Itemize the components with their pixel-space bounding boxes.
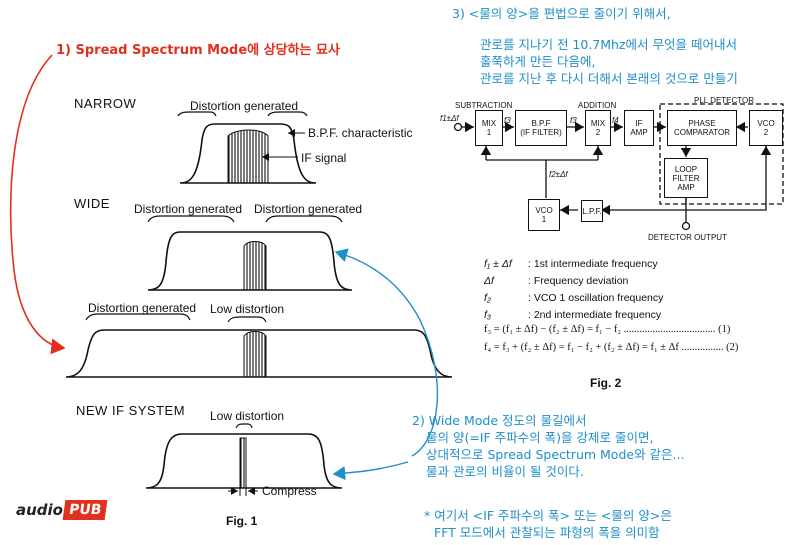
label-input-f1: f1±Δf [440,114,459,123]
annotation-mid-line2: 물의 양(=IF 주파수의 폭)을 강제로 줄이면, [426,430,654,445]
annotation-top-right-body: 관로를 지나기 전 10.7Mhz에서 무엇을 떼어내서 홀쭉하게 만든 다음에… [480,36,738,87]
block-phase-comparator: PHASE COMPARATOR [667,110,737,146]
label-f4: f4 [612,116,619,125]
label-pll-detector: PLL DETECTOR [694,96,755,105]
annotation-mid-line4: 물과 관로의 비율이 될 것이다. [426,464,584,479]
annotation-top-line2: 홀쭉하게 만든 다음에, [480,54,596,69]
legend-row: f₁ ± Δf : 1st intermediate frequency [484,258,784,275]
annotation-top-title: 3) <물의 양>을 편법으로 줄이기 위해서, [452,6,671,21]
fig2-caption: Fig. 2 [590,376,622,390]
annotation-top-right: 3) <물의 양>을 편법으로 줄이기 위해서, [452,5,671,22]
legend-row: f₂ : VCO 1 oscillation frequency [484,292,784,309]
wide-filter-shape [147,215,353,291]
legend-desc: : 1st intermediate frequency [528,258,658,270]
label-wide-distortion-left: Distortion generated [134,202,243,216]
block-loop-filter: LOOP FILTER AMP [664,158,708,198]
annotation-top-line1: 관로를 지나기 전 10.7Mhz에서 무엇을 떼어내서 [480,37,737,52]
legend-symbol: f₃ [484,309,492,321]
blue-arrow-to-newif [332,461,409,481]
block-vco1: VCO 1 [528,199,560,231]
label-narrow: NARROW [74,96,137,111]
label-spread-distortion: Distortion generated [88,301,197,315]
audiopub-logo: audio PUB [16,500,108,520]
legend-desc: : 2nd intermediate frequency [528,309,662,321]
blue-arrow-to-wide [334,248,439,457]
legend-desc: : VCO 1 oscillation frequency [528,292,664,304]
annotation-mid-line1: 2) Wide Mode 정도의 물길에서 [412,413,587,428]
label-addition: ADDITION [578,101,617,110]
label-wide: WIDE [74,196,110,211]
logo-audio-text: audio [16,501,63,519]
annotation-footnote: * 여기서 <IF 주파수의 폭> 또는 <물의 양>은 FFT 모드에서 관찰… [424,507,672,541]
new-if-filter-shape [145,423,343,496]
fig2-wiring [453,103,784,231]
label-bpf-characteristic: B.P.F. characteristic [308,126,413,140]
spread-filter-shape [65,313,453,378]
legend-symbol: f₂ [484,292,491,304]
block-mix2: MIX 2 [585,110,611,146]
label-subtraction: SUBTRACTION [455,101,513,110]
label-f3-b: f3 [570,116,577,125]
block-lpf: L.P.F. [581,200,603,222]
label-new-if-low-distortion: Low distortion [210,409,285,423]
legend-symbol: Δf [484,275,494,287]
legend-desc: : Frequency deviation [528,275,629,287]
fig2-legend: f₁ ± Δf : 1st intermediate frequency Δf … [484,258,784,326]
annotation-bottom-line2: FFT 모드에서 관찰되는 파형의 폭을 의미함 [434,525,660,540]
label-f3-a: f3 [504,116,511,125]
label-compress: Compress [262,484,317,498]
annotation-top-line3: 관로를 지난 후 다시 더해서 본래의 것으로 만들기 [480,71,738,86]
annotation-bottom-line1: * 여기서 <IF 주파수의 폭> 또는 <물의 양>은 [424,508,672,523]
annotation-spread-spectrum: 1) Spread Spectrum Mode에 상당하는 묘사 [56,43,340,58]
block-vco2: VCO 2 [749,110,783,146]
equation-2: f₄ = f₃ + (f₂ ± Δf) = f₁ − f₂ + (f₂ ± Δf… [484,342,739,353]
narrow-filter-shape [177,111,317,184]
fig1-caption: Fig. 1 [226,514,258,528]
label-f2: f2±Δf [549,170,568,179]
label-if-signal: IF signal [301,151,347,165]
label-spread-low-distortion: Low distortion [210,302,285,316]
annotation-wide-mode: 2) Wide Mode 정도의 물길에서 물의 양(=IF 주파수의 폭)을 … [412,412,684,480]
block-mix1: MIX 1 [475,110,503,146]
label-narrow-distortion: Distortion generated [190,99,299,113]
logo-pub-badge: PUB [62,500,108,520]
legend-row: f₃ : 2nd intermediate frequency [484,309,784,326]
block-if-amp: IF AMP [624,110,654,146]
label-wide-distortion-right: Distortion generated [254,202,363,216]
label-new-if-system: NEW IF SYSTEM [76,403,186,418]
label-detector-output: DETECTOR OUTPUT [648,233,727,242]
legend-row: Δf : Frequency deviation [484,275,784,292]
red-arrow [9,54,66,355]
annotation-mid-line3: 상대적으로 Spread Spectrum Mode와 같은... [426,447,685,462]
equation-1: f₃ = (f₁ ± Δf) − (f₂ ± Δf) = f₁ − f₂ ...… [484,324,731,335]
block-bpf: B.P.F (IF FILTER) [515,110,567,146]
legend-symbol: f₁ ± Δf [484,258,512,270]
